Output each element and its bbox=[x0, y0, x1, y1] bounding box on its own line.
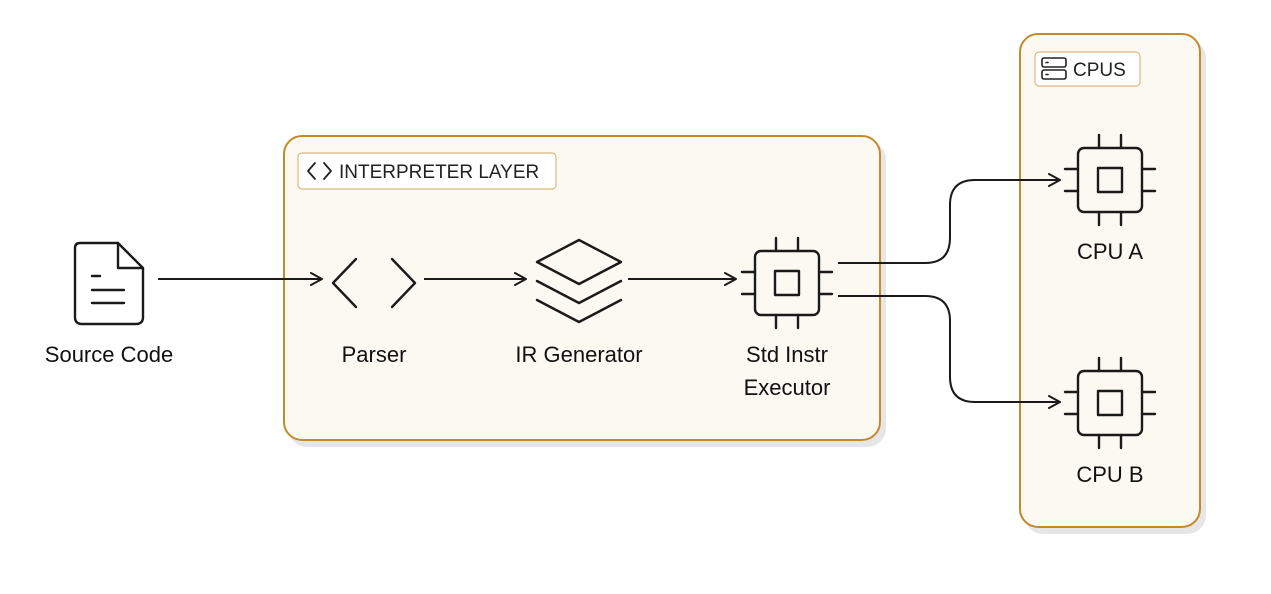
cpu-icon bbox=[740, 236, 834, 330]
group-interpreter-box bbox=[283, 135, 881, 441]
group-cpus-title: CPUS bbox=[1073, 60, 1126, 81]
node-executor-label-line2: Executor bbox=[744, 375, 831, 400]
node-cpu-b-label: CPU B bbox=[1076, 462, 1143, 487]
group-interpreter-layer: INTERPRETER LAYER bbox=[283, 135, 881, 441]
cpu-icon bbox=[1063, 356, 1157, 450]
node-source-code: Source Code bbox=[45, 241, 173, 367]
node-cpu-b: CPU B bbox=[1063, 356, 1157, 487]
node-cpu-a: CPU A bbox=[1063, 133, 1157, 264]
code-brackets-icon bbox=[331, 257, 417, 309]
edge-executor-to-cpu-b bbox=[838, 295, 1061, 409]
group-cpus-box bbox=[1019, 33, 1201, 528]
edge-executor-to-cpu-a bbox=[838, 173, 1061, 264]
node-ir-generator: IR Generator bbox=[515, 238, 643, 367]
cpu-icon bbox=[1063, 133, 1157, 227]
node-parser: Parser bbox=[331, 257, 417, 367]
node-ir-generator-label: IR Generator bbox=[515, 342, 642, 367]
node-cpu-a-label: CPU A bbox=[1077, 239, 1143, 264]
group-cpus-tag bbox=[1034, 51, 1141, 87]
server-icon bbox=[1041, 57, 1067, 80]
node-std-instr-executor: Std Instr Executor bbox=[740, 236, 834, 400]
node-executor-label-line1: Std Instr bbox=[746, 342, 828, 367]
layers-icon bbox=[535, 238, 623, 324]
group-cpus: CPUS bbox=[1019, 33, 1201, 528]
group-interpreter-header: INTERPRETER LAYER bbox=[297, 152, 557, 190]
group-cpus-header: CPUS bbox=[1034, 51, 1141, 87]
group-interpreter-title: INTERPRETER LAYER bbox=[339, 162, 539, 183]
node-source-code-label: Source Code bbox=[45, 342, 173, 367]
code-brackets-icon bbox=[307, 162, 332, 180]
node-parser-label: Parser bbox=[342, 342, 407, 367]
document-icon bbox=[73, 241, 145, 326]
edges bbox=[158, 173, 1061, 409]
group-interpreter-tag bbox=[297, 152, 557, 190]
